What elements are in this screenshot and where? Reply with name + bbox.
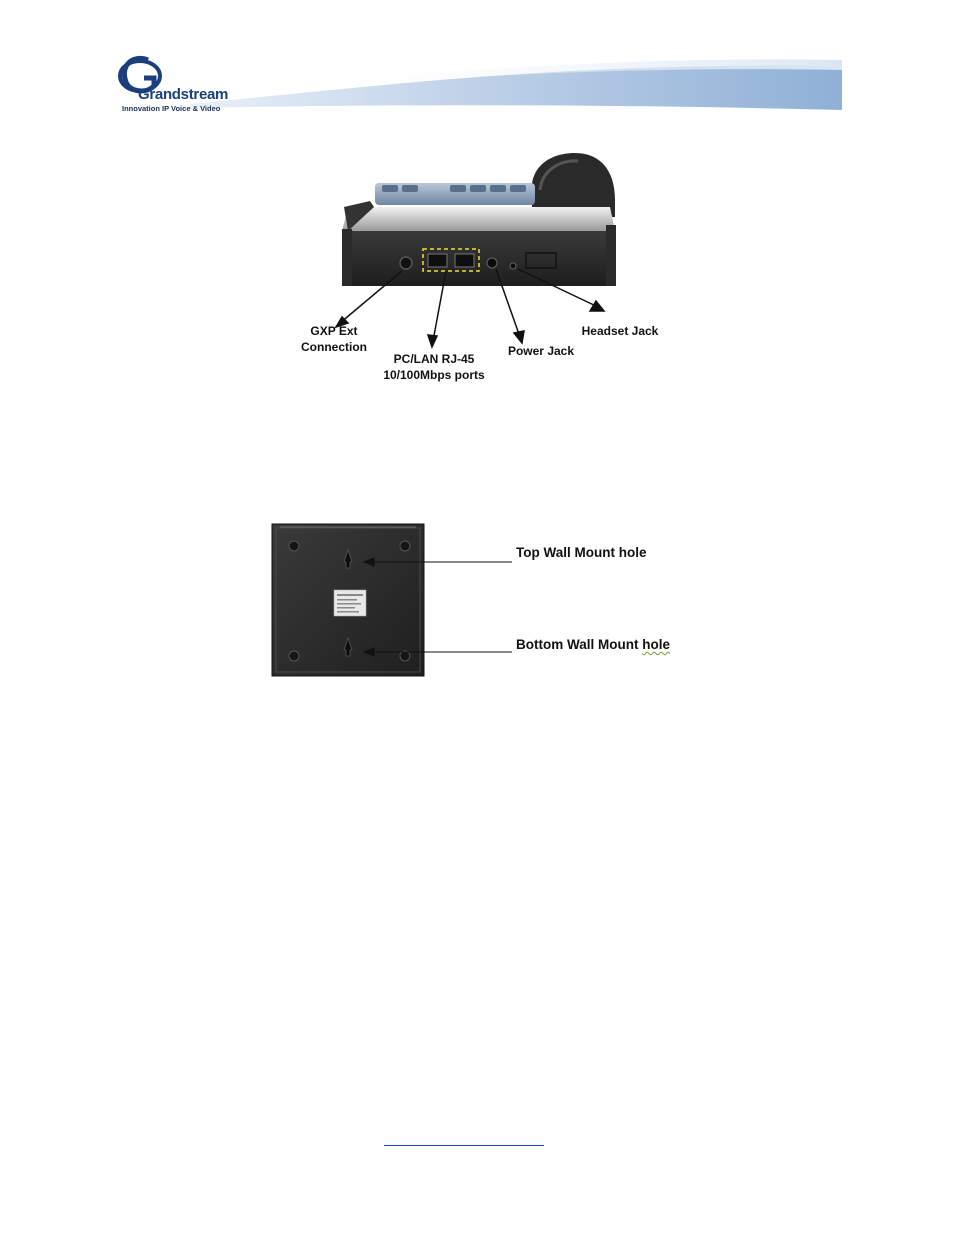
figure-phone-bottom: Top Wall Mount hole Bottom Wall Mount ho… (270, 520, 700, 680)
page-header: Grandstream Innovation IP Voice & Video (0, 0, 954, 125)
footer-link[interactable] (384, 1145, 544, 1146)
label-pc-lan: PC/LAN RJ-45 10/100Mbps ports (383, 352, 485, 382)
brand-tagline: Innovation IP Voice & Video (122, 104, 221, 113)
brand-name: Grandstream (138, 86, 229, 103)
phone-rear-photo (334, 150, 616, 350)
label-headset-jack: Headset Jack (581, 324, 659, 338)
label-gxp-ext: GXP Ext Connection (301, 324, 367, 354)
phone-bottom-photo (271, 523, 512, 677)
label-bottom-wall-mount-hole: Bottom Wall Mount hole (516, 637, 670, 652)
label-power-jack: Power Jack (507, 344, 575, 358)
figure-phone-rear: GXP Ext Connection PC/LAN RJ-45 10/100Mb… (270, 145, 690, 395)
grandstream-logo-icon (118, 56, 162, 94)
header-swoosh (190, 59, 842, 110)
label-top-wall-mount-hole: Top Wall Mount hole (516, 545, 647, 560)
